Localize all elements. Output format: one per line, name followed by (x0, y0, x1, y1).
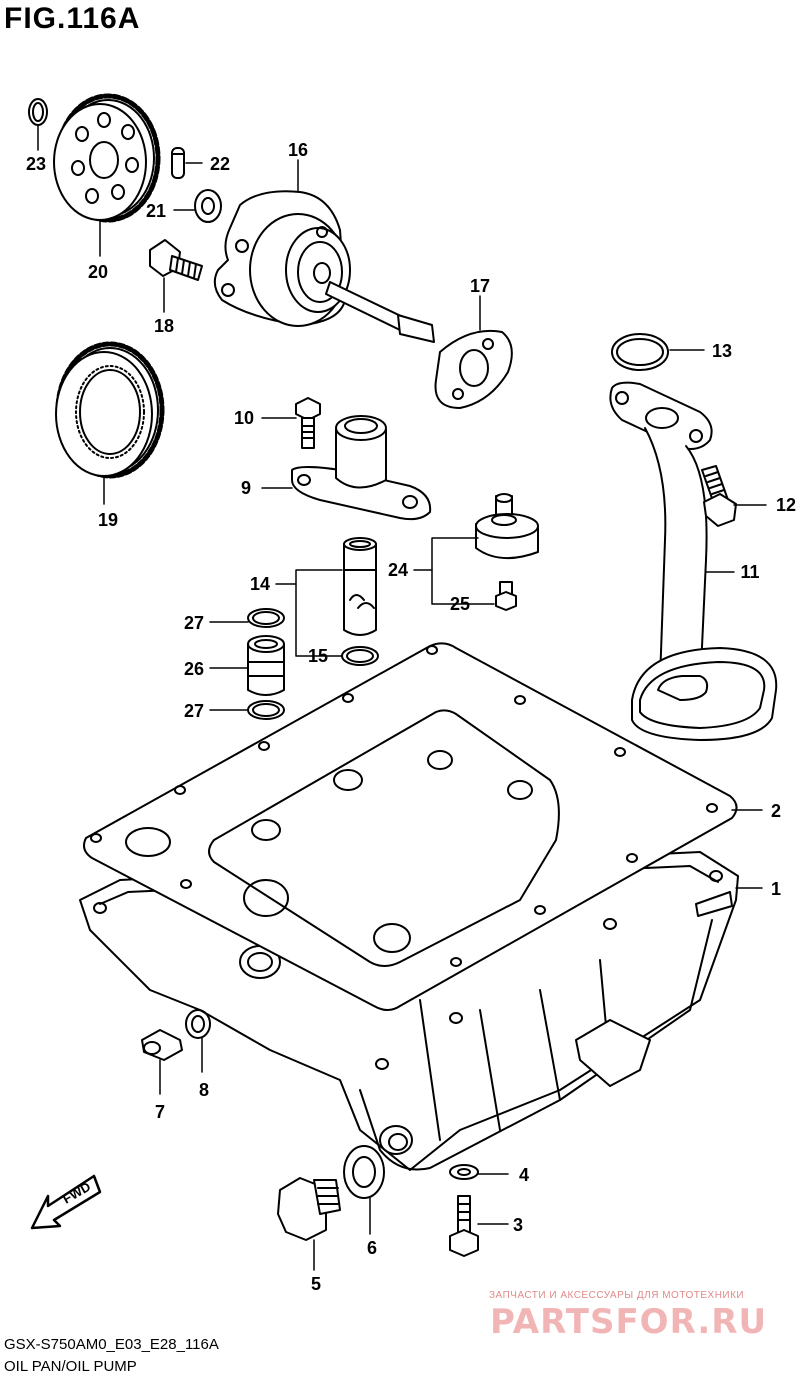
callout-14: 14 (250, 574, 270, 594)
watermark-logo: PARTSFOR.RU (490, 1302, 768, 1342)
callout-27-lower: 27 (184, 701, 204, 721)
leader-lines (37, 124, 767, 1271)
part-13-o-ring (611, 333, 669, 371)
part-18-bolt (149, 239, 203, 281)
part-4-washer (449, 1164, 479, 1180)
callout-9: 9 (241, 478, 251, 498)
callout-25: 25 (450, 594, 470, 614)
callout-8: 8 (199, 1080, 209, 1100)
callout-15: 15 (308, 646, 328, 666)
part-15-o-ring (341, 646, 379, 666)
figure-code: GSX-S750AM0_E03_E28_116A (4, 1336, 219, 1353)
callout-1: 1 (771, 879, 781, 899)
callout-21: 21 (146, 201, 166, 221)
part-7-plug (141, 1029, 183, 1061)
part-19-gear (55, 341, 165, 479)
callout-10: 10 (234, 408, 254, 428)
fwd-arrow-icon (30, 1174, 102, 1230)
callout-6: 6 (367, 1238, 377, 1258)
part-8-gasket (185, 1009, 211, 1039)
part-9-holder (291, 415, 432, 521)
part-26-collar (247, 635, 285, 696)
part-20-sprocket (53, 93, 161, 223)
callout-13: 13 (712, 341, 732, 361)
part-10-bolt (295, 397, 321, 449)
callout-16: 16 (288, 140, 308, 160)
callout-27-upper: 27 (184, 613, 204, 633)
part-6-gasket (343, 1145, 385, 1199)
part-17-gasket (434, 329, 513, 409)
callout-22: 22 (210, 154, 230, 174)
part-2-gasket (83, 642, 738, 1011)
part-27-o-ring-upper (247, 608, 285, 628)
figure-title: FIG.116A (4, 2, 141, 35)
watermark-tagline: ЗАПЧАСТИ И АКСЕССУАРЫ ДЛЯ МОТОТЕХНИКИ (489, 1290, 745, 1301)
part-12-bolt (701, 465, 737, 527)
callout-3: 3 (513, 1215, 523, 1235)
callout-7: 7 (155, 1102, 165, 1122)
part-21-washer (194, 189, 222, 223)
part-25-screw (495, 581, 517, 611)
callout-4: 4 (519, 1165, 529, 1185)
part-11-oil-strainer (609, 381, 778, 741)
part-16-oil-pump (213, 190, 435, 343)
callout-24: 24 (388, 560, 408, 580)
callout-26: 26 (184, 659, 204, 679)
callout-2: 2 (771, 801, 781, 821)
part-22-pin (171, 147, 185, 179)
callout-numbers: 23 20 22 21 18 16 17 19 13 10 9 12 11 14… (26, 140, 796, 1294)
figure-name: OIL PAN/OIL PUMP (4, 1358, 137, 1375)
callout-11: 11 (740, 562, 759, 582)
callout-17: 17 (470, 276, 490, 296)
part-27-o-ring-lower (247, 700, 285, 720)
part-5-drain-plug (277, 1177, 341, 1241)
part-3-bolt (449, 1195, 479, 1257)
part-23-circlip (28, 98, 48, 126)
part-14-pipe (343, 537, 377, 636)
part-24-sensor (475, 493, 539, 560)
callout-18: 18 (154, 316, 174, 336)
callout-5: 5 (311, 1274, 321, 1294)
callout-12: 12 (776, 495, 796, 515)
callout-20: 20 (88, 262, 108, 282)
callout-19: 19 (98, 510, 118, 530)
callout-23: 23 (26, 154, 46, 174)
